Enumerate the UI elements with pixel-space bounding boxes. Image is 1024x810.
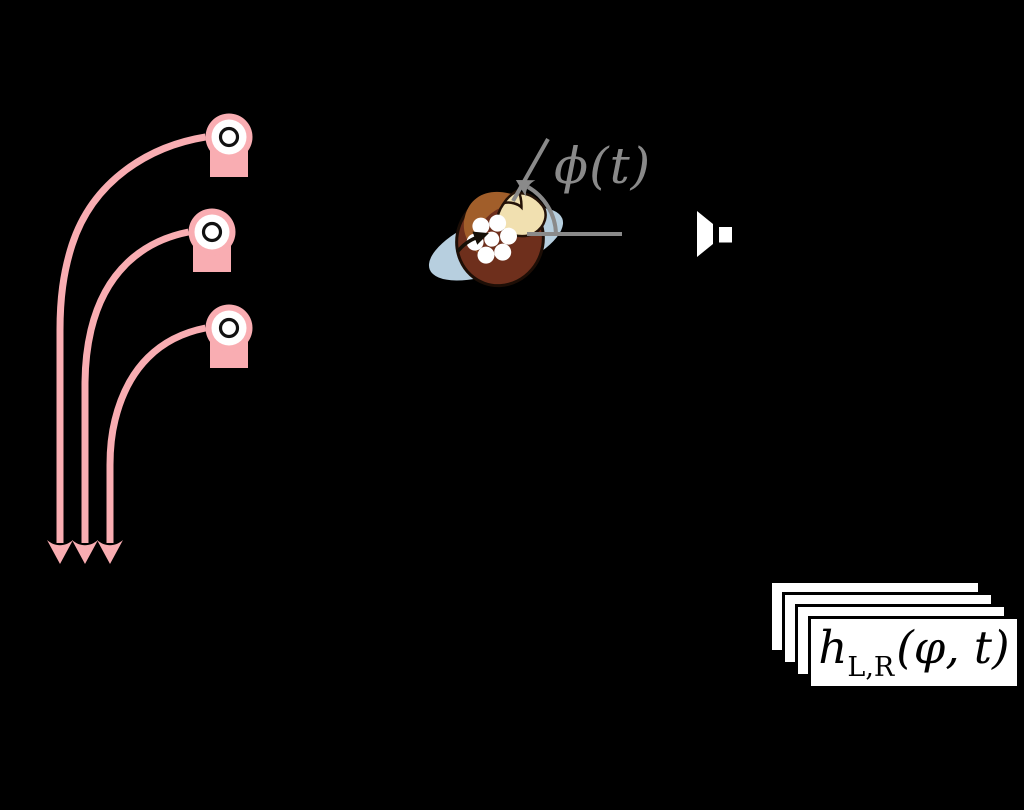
source-trajectory-arrows bbox=[47, 133, 207, 564]
angle-label: ϕ(t) bbox=[554, 137, 652, 195]
filter-label: hL,R(φ, t) bbox=[818, 625, 1009, 681]
source-dustcap-ring bbox=[201, 221, 223, 243]
filter-label-base: h bbox=[818, 620, 848, 674]
listener-head-icon bbox=[455, 188, 547, 288]
pink-source-icon-2 bbox=[188, 208, 236, 272]
source-cone bbox=[211, 310, 247, 346]
filter-label-subscript: L,R bbox=[847, 651, 895, 683]
loudspeaker-box bbox=[719, 227, 732, 243]
angle-annotation bbox=[511, 138, 622, 236]
source-dustcap-ring bbox=[218, 317, 240, 339]
head-orientation-line bbox=[511, 138, 550, 202]
pink-source-icon-3 bbox=[205, 304, 253, 368]
trajectory-arrow-1 bbox=[47, 133, 207, 564]
hair-highlight bbox=[463, 191, 536, 254]
source-dustcap-ring bbox=[218, 126, 240, 148]
rotation-direction-arrow bbox=[455, 231, 489, 254]
source-cone bbox=[194, 214, 230, 250]
pink-source-icon-1 bbox=[205, 113, 253, 177]
loudspeaker-icon bbox=[697, 211, 732, 257]
trajectory-arrow-3 bbox=[97, 324, 207, 564]
source-cone bbox=[211, 119, 247, 155]
hair-whorl-flower bbox=[466, 214, 518, 264]
angle-arc bbox=[515, 179, 558, 235]
filter-card-front: hL,R(φ, t) bbox=[808, 616, 1020, 689]
filter-label-arguments: (φ, t) bbox=[896, 620, 1010, 674]
trajectory-arrow-2 bbox=[72, 228, 190, 564]
loudspeaker-cone bbox=[697, 211, 713, 257]
